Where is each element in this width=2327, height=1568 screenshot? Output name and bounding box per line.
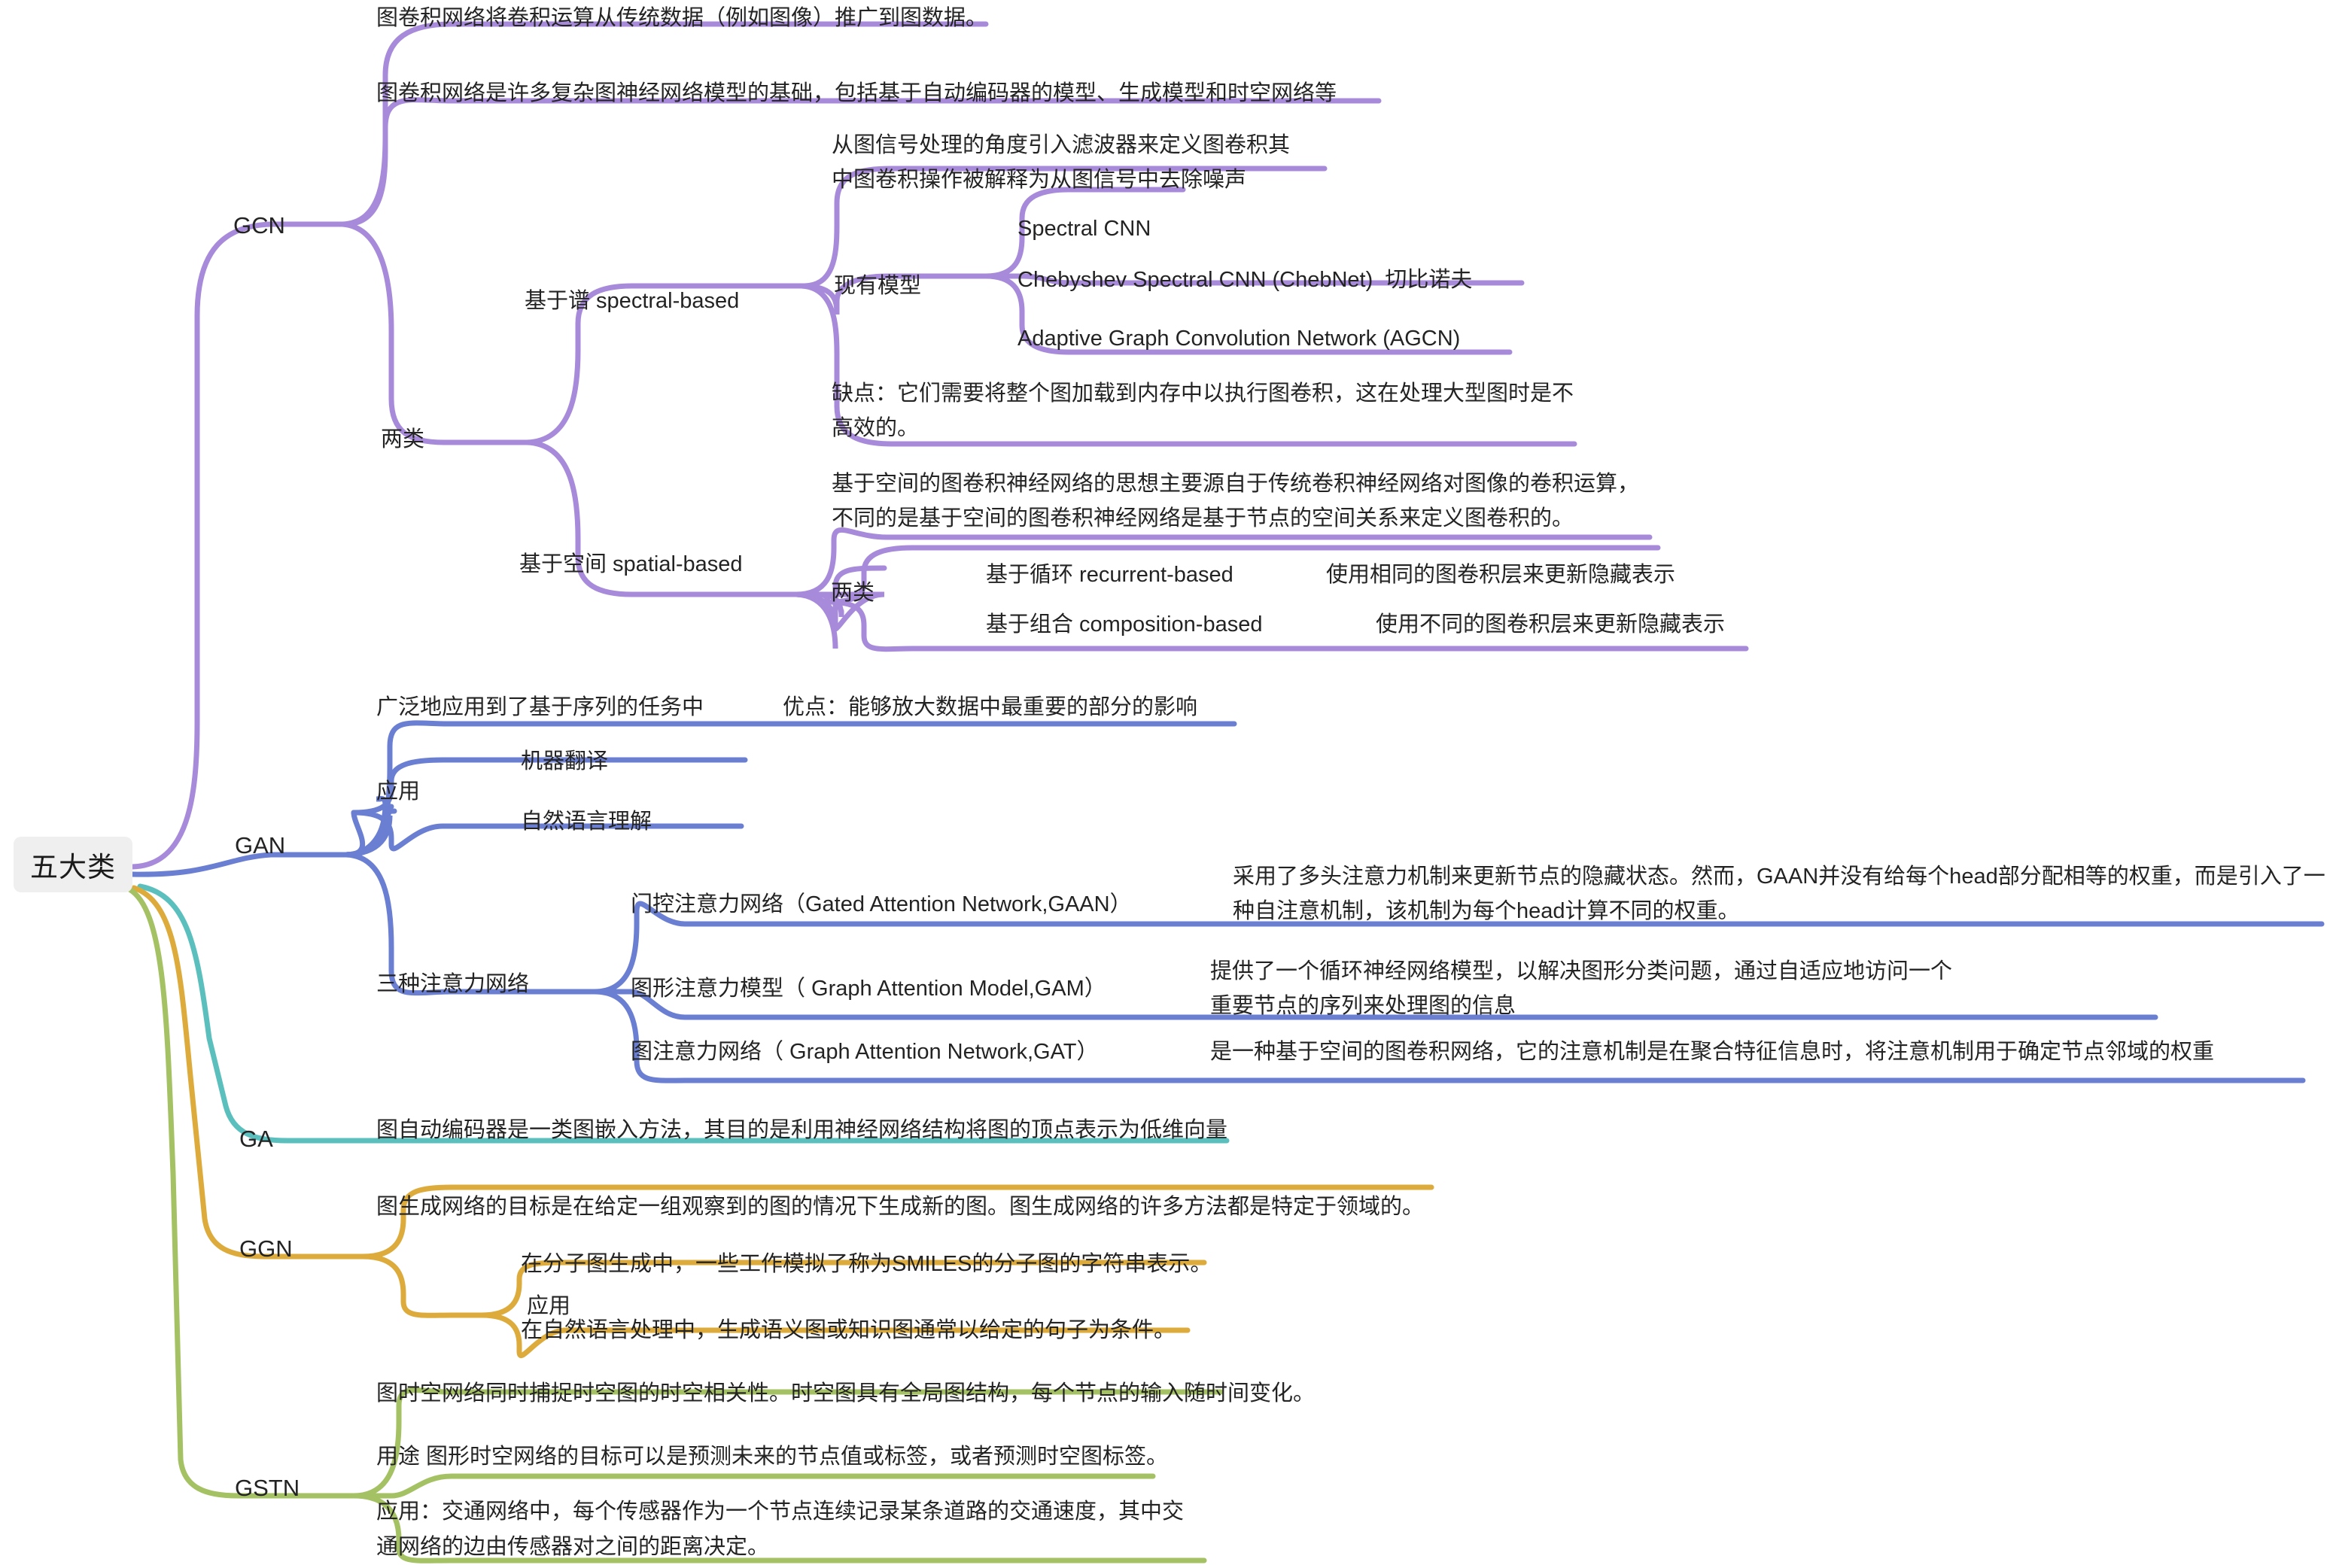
wire-gcn-note2 [339, 97, 1382, 227]
wire-ggn-apply [360, 1253, 485, 1318]
wire-apply-m2 [351, 810, 744, 852]
ga-note: 图自动编码器是一类图嵌入方法，其目的是利用神经网络结构将图的顶点表示为低维向量 [376, 1118, 1228, 1142]
attention-1-note: 采用了多头注意力机制来更新节点的隐藏状态。然而，GAAN并没有给每个head部分… [1233, 865, 2325, 924]
root-node[interactable]: 五大类 [14, 837, 132, 892]
spectral-desc: 从图信号处理的角度引入滤波器来定义图卷积其 中图卷积操作被解释为从图信号中去除噪… [832, 133, 1291, 193]
wire-models-2 [983, 273, 1525, 286]
wire-ggn-app2 [479, 1312, 1191, 1359]
branch-label-gan[interactable]: GAN [235, 832, 286, 858]
spatial-kind-2-label: 基于组合 composition-based [986, 612, 1263, 637]
spectral-model-1: Spectral CNN [1017, 217, 1151, 241]
wire-kind-recurrent [825, 545, 1661, 605]
wire-apply-m1 [351, 757, 748, 816]
wire-attention-3 [592, 989, 2306, 1083]
spatial-kind-1-label: 基于循环 recurrent-based [986, 563, 1233, 587]
ggn-application-2: 在自然语言处理中，生成语义图或知识图通常以给定的句子为条件。 [521, 1318, 1176, 1342]
wire-ggn-note [360, 1184, 1434, 1260]
wire-spatial-desc [793, 527, 1653, 597]
wire-spatial-to-kindhub [793, 591, 831, 605]
gcn-note-2: 图卷积网络是许多复杂图神经网络模型的基础，包括基于自动编码器的模型、生成模型和时… [376, 81, 1337, 105]
wire-twokinds2-recurrent [795, 565, 887, 631]
wire-attention-1 [592, 901, 2325, 995]
wire-gstn-n3 [351, 1493, 1207, 1563]
branch-label-ggn[interactable]: GGN [239, 1235, 293, 1262]
wire-attention-2 [592, 989, 2158, 1020]
gan-application-1: 机器翻译 [521, 749, 609, 773]
wire-root-to-gcn [129, 221, 274, 870]
wire-spectral-desc [798, 166, 1328, 289]
wire-root-to-gan [129, 852, 289, 877]
gan-apply-label[interactable]: 应用 [376, 779, 421, 804]
spatial-label[interactable]: 基于空间 spatial-based [519, 552, 743, 576]
wire-gan-topnote [343, 720, 1237, 858]
branch-label-gstn[interactable]: GSTN [235, 1475, 300, 1501]
wire-models-1 [983, 187, 1186, 279]
gstn-note-1: 图时空网络同时捕捉时空图的时空相关性。时空图具有全局图结构，每个节点的输入随时间… [376, 1381, 1316, 1405]
existing-models-label[interactable]: 现有模型 [834, 274, 922, 298]
spectral-label[interactable]: 基于谱 spectral-based [525, 289, 740, 313]
spatial-kind-2-note: 使用不同的图卷积层来更新隐藏表示 [1376, 612, 1726, 637]
attention-2-note: 提供了一个循环神经网络模型，以解决图形分类问题，通过自适应地访问一个 重要节点的… [1210, 959, 1953, 1019]
wire-models-3 [983, 273, 1513, 355]
wire-root-to-gstn [126, 886, 319, 1499]
gstn-note-3: 应用：交通网络中，每个传感器作为一个节点连续记录某条道路的交通速度，其中交 通网… [376, 1500, 1185, 1559]
gcn-two-kinds-label[interactable]: 两类 [381, 427, 425, 451]
wire-twokinds-spectral [524, 283, 805, 445]
spatial-kind-1-note: 使用相同的图卷积层来更新隐藏表示 [1326, 563, 1676, 587]
spatial-desc: 基于空间的图卷积神经网络的思想主要源自于传统卷积神经网络对图像的卷积运算， 不同… [832, 472, 1640, 531]
wire-spectral-existing [798, 273, 989, 315]
gan-application-2: 自然语言理解 [521, 810, 652, 834]
wire-kind-composition [825, 599, 1749, 652]
branch-label-ga[interactable]: GA [239, 1126, 273, 1152]
gan-top-note-left: 广泛地应用到了基于序列的任务中 [376, 695, 704, 719]
gcn-note-1: 图卷积网络将卷积运算从传统数据（例如图像）推广到图数据。 [376, 6, 988, 30]
wire-ggn-app1 [479, 1260, 1207, 1318]
wire-gan-attention [343, 852, 598, 996]
wire-root-to-ga [137, 883, 1230, 1144]
wire-gstn-n1 [351, 1387, 1224, 1499]
spectral-model-2: Chebyshev Spectral CNN (ChebNet) 切比诺夫 [1017, 268, 1473, 292]
ggn-apply-label[interactable]: 应用 [527, 1294, 571, 1318]
spatial-two-kinds-label[interactable]: 两类 [831, 581, 875, 605]
attention-3-note: 是一种基于空间的图卷积网络，它的注意机制是在聚合特征信息时，将注意机制用于确定节… [1210, 1040, 2215, 1064]
wire-root-to-ggn [131, 885, 322, 1260]
spectral-model-3: Adaptive Graph Convolution Network (AGCN… [1017, 327, 1461, 351]
wire-twokinds-spatial [524, 439, 799, 597]
gan-top-note-right: 优点：能够放大数据中最重要的部分的影响 [783, 695, 1198, 719]
attention-3-label: 图注意力网络（ Graph Attention Network,GAT） [631, 1040, 1099, 1064]
attention-2-label: 图形注意力模型（ Graph Attention Model,GAM） [631, 977, 1106, 1001]
wire-spectral-drawback [798, 283, 1577, 447]
attention-1-label: 门控注意力网络（Gated Attention Network,GAAN） [631, 892, 1132, 916]
wire-gan-to-applyhub [343, 810, 366, 858]
gstn-note-2: 用途 图形时空网络的目标可以是预测未来的节点值或标签，或者预测时空图标签。 [376, 1445, 1169, 1469]
wire-gcn-twokinds [339, 221, 530, 445]
branch-label-gcn[interactable]: GCN [233, 212, 285, 239]
ggn-note: 图生成网络的目标是在给定一组观察到的图的情况下生成新的图。图生成网络的许多方法都… [376, 1195, 1425, 1219]
root-label: 五大类 [30, 852, 116, 883]
ggn-application-1: 在分子图生成中，一些工作模拟了称为SMILES的分子图的字符串表示。 [521, 1252, 1212, 1276]
wire-gstn-n2 [351, 1473, 1156, 1499]
spectral-drawback: 缺点：它们需要将整个图加载到内存中以执行图卷积，这在处理大型图时是不 高效的。 [832, 381, 1574, 441]
three-attention-label[interactable]: 三种注意力网络 [376, 972, 530, 996]
